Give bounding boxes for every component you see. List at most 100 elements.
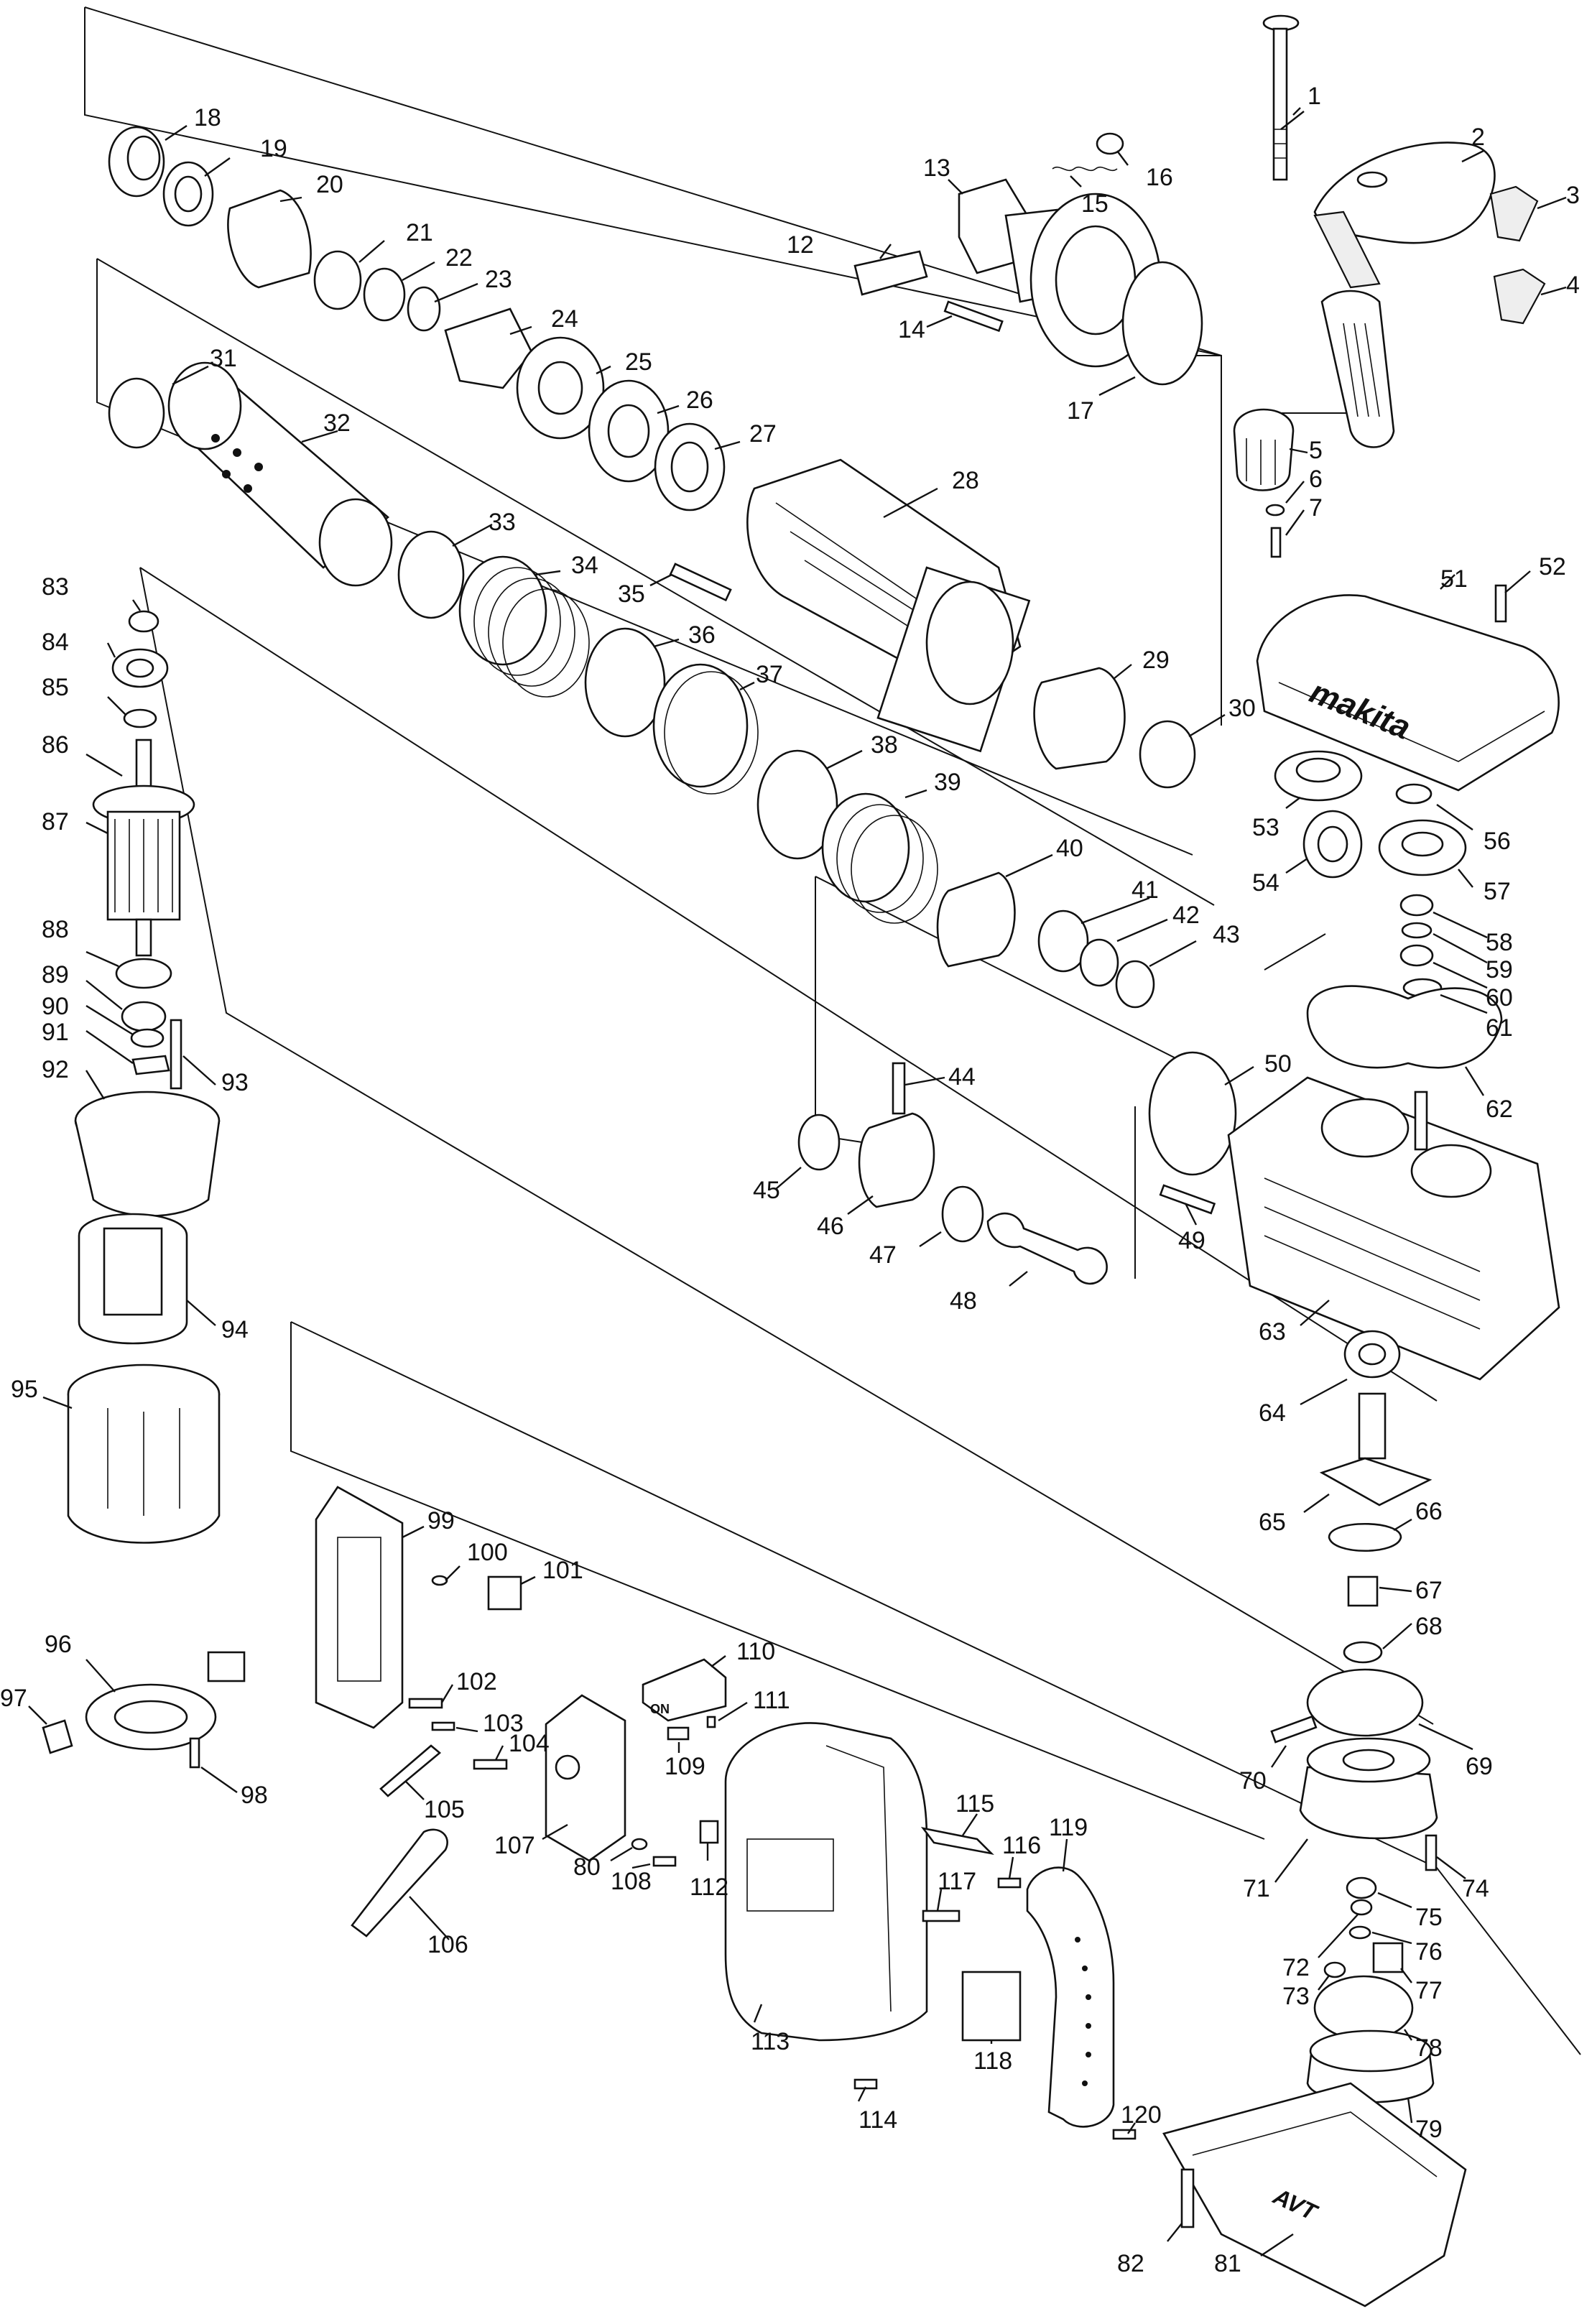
part-label-13: 13	[923, 154, 950, 182]
part-56-washer	[1395, 783, 1433, 805]
part-label-103: 103	[483, 1710, 524, 1737]
part-label-65: 65	[1259, 1509, 1286, 1536]
part-113-handle-housing	[724, 1722, 928, 2042]
part-67-bearing	[1347, 1575, 1379, 1607]
part-label-102: 102	[456, 1668, 497, 1695]
part-62-gasket	[1306, 985, 1503, 1069]
part-label-48: 48	[950, 1287, 977, 1315]
part-36-ring	[584, 627, 666, 738]
part-21-ring	[313, 250, 362, 310]
part-label-70: 70	[1239, 1767, 1267, 1795]
part-label-108: 108	[611, 1868, 652, 1895]
part-label-59: 59	[1486, 956, 1513, 983]
part-102-screw	[408, 1698, 443, 1709]
part-50-o-ring	[1148, 1051, 1237, 1176]
part-label-91: 91	[42, 1019, 69, 1046]
part-label-86: 86	[42, 731, 69, 759]
on-label: ON	[650, 1702, 670, 1716]
part-label-105: 105	[424, 1796, 465, 1823]
part-label-26: 26	[686, 386, 713, 414]
part-label-24: 24	[551, 305, 578, 333]
part-41-ring	[1037, 909, 1089, 973]
part-35-screw	[669, 563, 732, 602]
part-100-pin	[431, 1575, 448, 1586]
part-22-ring	[363, 267, 406, 322]
part-label-100: 100	[467, 1539, 508, 1566]
part-97-brush	[42, 1719, 73, 1754]
part-79-counterweight	[1306, 2029, 1435, 2103]
part-93-screw	[170, 1019, 182, 1090]
part-label-40: 40	[1056, 835, 1083, 862]
part-112-clip	[699, 1820, 719, 1844]
part-label-84: 84	[42, 629, 69, 656]
part-107-controller-board	[545, 1694, 626, 1862]
part-label-30: 30	[1228, 695, 1256, 722]
part-60-bearing	[1399, 944, 1434, 967]
part-29-piston-sleeve	[1033, 667, 1126, 770]
part-label-50: 50	[1264, 1050, 1292, 1078]
part-label-71: 71	[1243, 1875, 1270, 1902]
part-80-washer	[631, 1838, 648, 1851]
part-96-brush-holder	[85, 1651, 246, 1751]
part-32-cylinder	[167, 361, 393, 587]
part-label-118: 118	[973, 2047, 1012, 2075]
part-label-109: 109	[665, 1753, 705, 1780]
part-43-ring	[1115, 960, 1155, 1009]
part-101-switch	[487, 1575, 522, 1611]
part-24-striker	[444, 307, 533, 389]
part-71-bearing-box	[1299, 1737, 1438, 1840]
part-label-44: 44	[948, 1063, 976, 1091]
part-label-25: 25	[625, 348, 652, 376]
part-label-12: 12	[787, 231, 814, 259]
part-106-cord-guard	[351, 1828, 448, 1938]
part-116-screw	[997, 1877, 1022, 1889]
part-108-screw	[652, 1856, 677, 1867]
part-110-switch-button: ON	[642, 1658, 727, 1722]
part-label-23: 23	[485, 266, 512, 293]
part-label-7: 7	[1309, 494, 1323, 522]
part-label-113: 113	[751, 2028, 790, 2055]
part-label-101: 101	[542, 1557, 583, 1584]
part-label-20: 20	[316, 171, 343, 198]
part-label-22: 22	[445, 244, 473, 272]
part-label-89: 89	[42, 961, 69, 989]
part-104-screw	[473, 1759, 508, 1770]
part-label-117: 117	[938, 1868, 976, 1895]
part-58-bearing	[1399, 894, 1434, 917]
part-label-107: 107	[494, 1832, 535, 1859]
part-label-69: 69	[1466, 1753, 1493, 1780]
part-label-116: 116	[1002, 1832, 1041, 1859]
part-75-bearing	[1346, 1876, 1377, 1899]
part-label-46: 46	[817, 1213, 844, 1240]
part-85-washer	[123, 708, 157, 728]
part-label-77: 77	[1415, 1977, 1443, 2004]
part-label-16: 16	[1146, 164, 1173, 191]
part-label-27: 27	[749, 420, 777, 448]
part-label-104: 104	[509, 1730, 550, 1757]
part-40-ring	[936, 871, 1016, 968]
part-69-o-ring	[1306, 1668, 1424, 1737]
part-label-37: 37	[756, 661, 783, 688]
part-label-111: 111	[753, 1687, 790, 1714]
part-5-knob	[1233, 408, 1295, 491]
part-109-clip	[667, 1726, 690, 1741]
part-label-80: 80	[573, 1853, 601, 1881]
part-label-99: 99	[427, 1507, 455, 1534]
part-4-handle-insert	[1493, 268, 1546, 325]
part-label-19: 19	[260, 135, 287, 162]
part-label-56: 56	[1484, 828, 1511, 855]
leader-lines	[28, 107, 1567, 2256]
part-label-45: 45	[753, 1177, 780, 1204]
part-92-fan-guide	[74, 1091, 221, 1217]
part-label-76: 76	[1415, 1938, 1443, 1966]
part-73-ring	[1323, 1961, 1346, 1978]
part-30-o-ring	[1139, 720, 1196, 789]
part-81-base-housing: AVT	[1162, 2082, 1467, 2307]
part-label-41: 41	[1131, 876, 1159, 904]
part-82-screw	[1180, 2168, 1195, 2228]
part-label-53: 53	[1252, 814, 1279, 841]
part-77-block	[1372, 1942, 1404, 1973]
part-label-94: 94	[221, 1316, 249, 1343]
part-68-washer	[1343, 1641, 1383, 1664]
part-20-sleeve	[227, 189, 312, 289]
